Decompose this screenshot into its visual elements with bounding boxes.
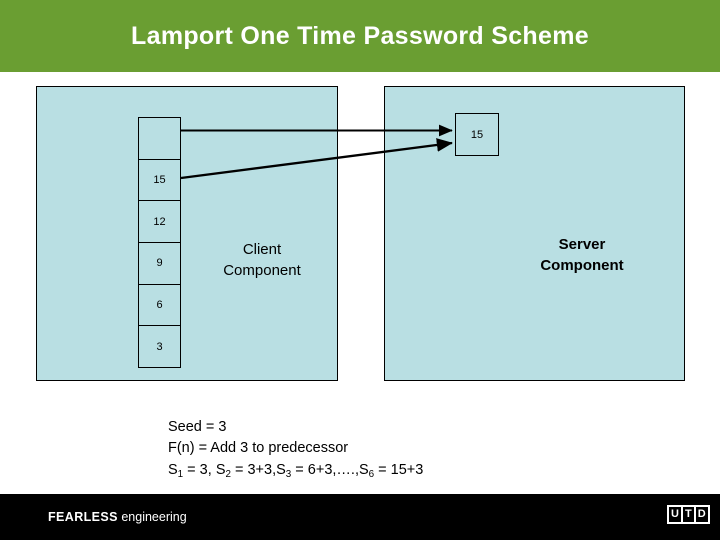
s3-value: = 6+3,…., bbox=[291, 461, 359, 478]
client-component-panel bbox=[36, 86, 338, 381]
stack-cell-12: 12 bbox=[139, 201, 180, 244]
s1-value: = 3, bbox=[183, 461, 216, 478]
caption-line-function: F(n) = Add 3 to predecessor bbox=[168, 440, 349, 457]
server-component-label: Server Component bbox=[540, 236, 624, 274]
s3-symbol: S bbox=[276, 461, 286, 478]
footer-brand-bold: FEARLESS bbox=[48, 510, 118, 524]
footer-brand-rest: engineering bbox=[117, 510, 187, 524]
s3-subscript: 3 bbox=[285, 468, 292, 480]
stack-cell-3: 3 bbox=[156, 340, 163, 353]
s2-subscript: 2 bbox=[225, 468, 231, 480]
client-component-label: Client Component bbox=[223, 241, 301, 279]
s6-value: = 15+3 bbox=[374, 461, 424, 478]
s2-value: = 3+3, bbox=[230, 461, 277, 478]
s2-symbol: S bbox=[215, 461, 226, 478]
server-received-box: 15 bbox=[455, 113, 499, 156]
s6-subscript: 6 bbox=[368, 468, 375, 480]
s1-subscript: 1 bbox=[177, 468, 184, 480]
caption-line-seed: Seed = 3 bbox=[168, 419, 227, 435]
s6-symbol: S bbox=[359, 461, 369, 478]
utd-logo: U T D bbox=[667, 505, 710, 524]
caption-block: Seed = 3 F(n) = Add 3 to predecessor S1 … bbox=[168, 417, 423, 482]
caption-line-sequence: S1 = 3, S2 = 3+3,S3 = 6+3,….,S6 = 15+3 bbox=[168, 460, 423, 482]
server-component-panel bbox=[384, 86, 685, 381]
utd-logo-letter-t: T bbox=[683, 507, 696, 522]
stack-cell-15: 15 bbox=[139, 160, 180, 202]
stack-cell-6: 6 bbox=[139, 285, 180, 327]
password-stack: 15 12 9 6 3 bbox=[138, 117, 181, 368]
stack-cell-9: 9 bbox=[139, 243, 180, 285]
utd-logo-letter-u: U bbox=[669, 507, 683, 522]
stack-cell-empty bbox=[139, 118, 180, 160]
footer-bar bbox=[0, 494, 720, 540]
title-bar: Lamport One Time Password Scheme bbox=[0, 0, 720, 72]
page-title: Lamport One Time Password Scheme bbox=[131, 22, 589, 50]
utd-logo-letter-d: D bbox=[697, 508, 706, 520]
footer-brand: FEARLESS engineering bbox=[48, 510, 187, 524]
s1-symbol: S bbox=[168, 461, 178, 478]
